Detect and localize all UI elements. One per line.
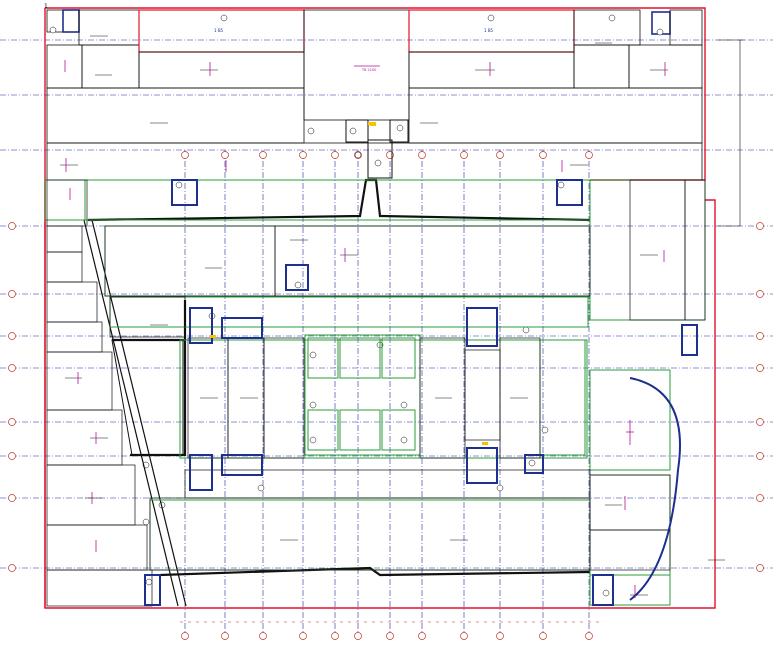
corner-mark: 1	[44, 3, 48, 10]
bottom-grid-bubbles	[181, 632, 593, 640]
top-grid-bubbles	[181, 151, 593, 159]
tag-markers	[49, 14, 664, 597]
curved-ramp-wall	[629, 377, 681, 601]
diagonal-walls	[83, 219, 187, 607]
room-markers	[60, 35, 668, 596]
center-magenta-label: T8 2100	[361, 68, 376, 72]
right-grid-bubbles	[756, 222, 764, 572]
interior-rooms	[46, 179, 706, 607]
top-rooms	[46, 9, 703, 181]
vertical-gridlines	[184, 150, 590, 640]
right-dimension-lines	[708, 39, 745, 561]
room-label-right: 1 B5	[484, 28, 494, 33]
magenta-markers	[64, 60, 666, 598]
yellow-markers	[210, 122, 488, 445]
left-grid-bubbles	[8, 222, 16, 572]
room-label-left: 1 B5	[214, 28, 224, 33]
stair-cores	[144, 179, 698, 606]
diagonal-void	[111, 339, 184, 456]
